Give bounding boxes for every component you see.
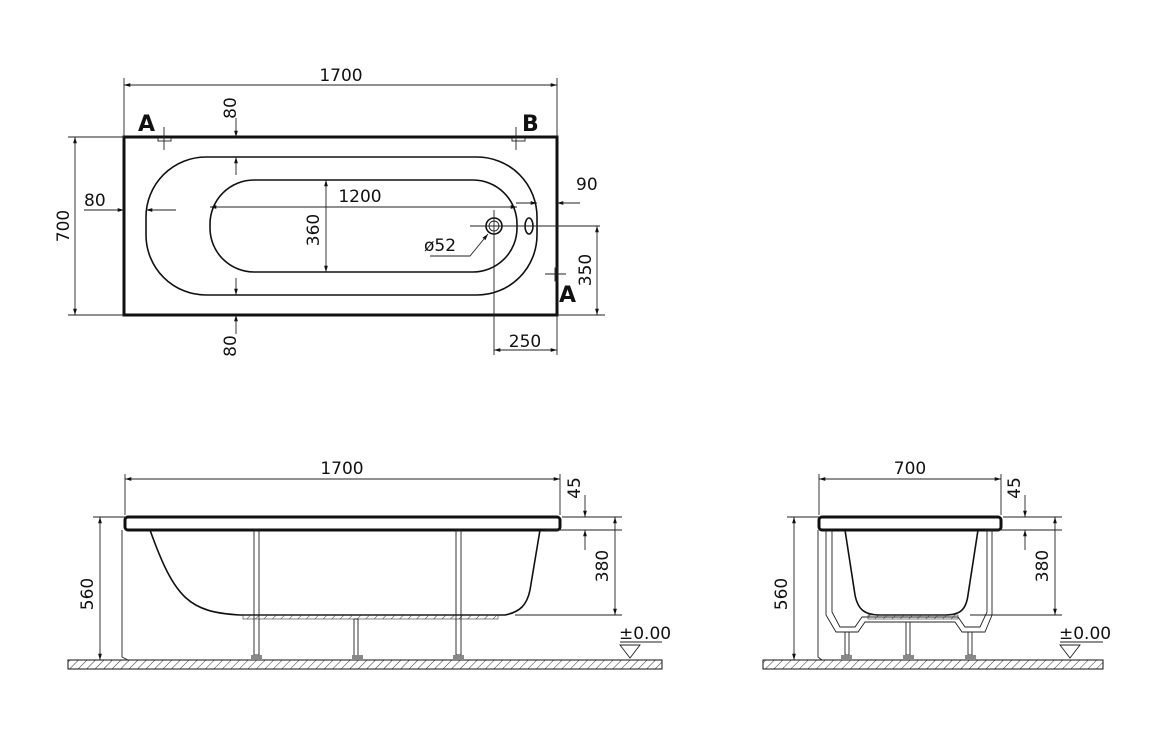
dim-drain-offset-x: 250	[509, 332, 541, 352]
svg-text:A: A	[138, 112, 155, 137]
dim-end-depth: 380	[1033, 550, 1053, 582]
dim-rim-top: 80	[221, 97, 241, 119]
tub-rim	[123, 515, 562, 532]
support-frame	[825, 530, 993, 633]
tub-body	[149, 529, 541, 616]
tub-body-end	[844, 529, 979, 616]
section-marker-a2: A	[545, 267, 576, 308]
dim-end-width: 700	[894, 459, 926, 479]
dim-rim-left: 80	[84, 191, 106, 211]
dim-side-rim-height: 45	[565, 477, 585, 499]
dim-inner-length: 1200	[338, 187, 381, 207]
dim-end-total-height: 560	[772, 578, 792, 610]
dim-rim-right: 90	[576, 175, 598, 195]
floor-level-side: ±0.00	[619, 624, 671, 644]
dim-drain-offset-y: 350	[576, 254, 596, 286]
dim-side-length: 1700	[320, 459, 363, 479]
end-view: 700 45 380 560 ±0.00	[762, 459, 1111, 670]
plan-view: A B A 1700 700 80 80 80	[54, 66, 605, 357]
dim-drain-diameter: ø52	[424, 236, 456, 256]
tub-rim-end	[817, 515, 1003, 532]
svg-text:B: B	[522, 112, 539, 137]
dim-rim-bottom: 80	[221, 335, 241, 357]
side-view: 1700 45 380 560 ±0.00	[67, 459, 671, 670]
support-legs	[251, 529, 464, 660]
dim-side-depth: 380	[593, 550, 613, 582]
floor	[67, 659, 663, 670]
dim-overall-width: 700	[54, 210, 74, 242]
dim-end-rim-height: 45	[1005, 477, 1025, 499]
section-marker-a1: A	[138, 112, 172, 150]
svg-text:A: A	[559, 283, 576, 308]
section-marker-b: B	[511, 112, 539, 150]
level-marker-icon	[1059, 644, 1081, 659]
floor-level-end: ±0.00	[1059, 624, 1111, 644]
dim-inner-width: 360	[304, 214, 324, 246]
floor-end	[762, 659, 1104, 670]
level-marker-icon	[619, 644, 641, 659]
dim-side-total-height: 560	[78, 578, 98, 610]
dim-overall-length: 1700	[319, 66, 362, 86]
